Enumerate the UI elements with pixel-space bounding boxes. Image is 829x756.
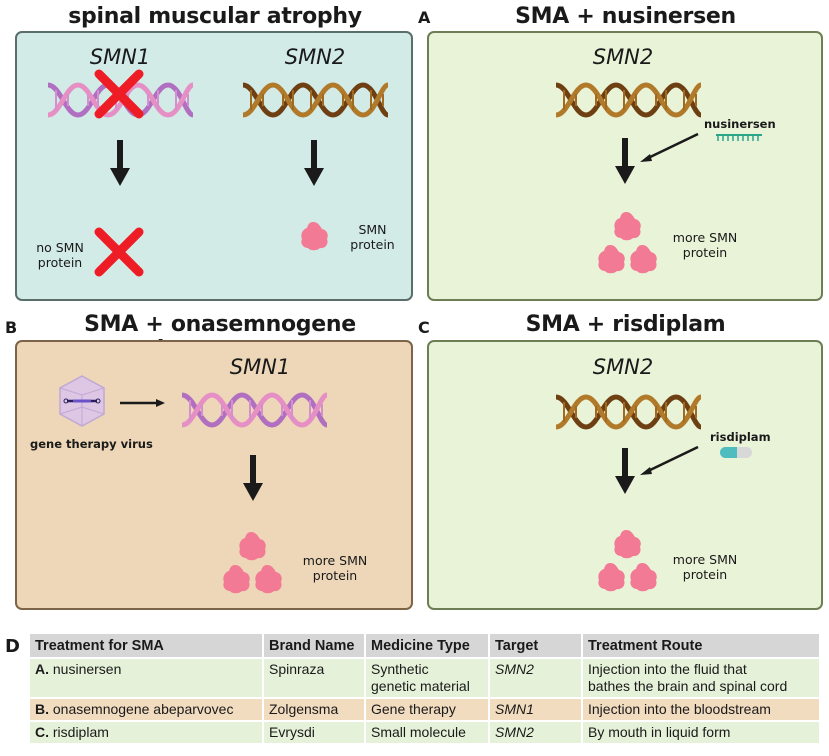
protein-icon bbox=[239, 532, 266, 561]
drug-pointer-arrow-icon bbox=[640, 132, 699, 162]
treatment-cell: B. onasemnogene abeparvovec bbox=[30, 697, 264, 721]
protein-icon bbox=[255, 565, 282, 594]
label-line: protein bbox=[682, 567, 728, 582]
label-line: more SMN bbox=[302, 553, 368, 568]
protein-icon bbox=[301, 222, 328, 251]
protein-icon bbox=[598, 563, 625, 592]
label-line: protein bbox=[682, 245, 728, 260]
panel-c-title: SMA + risdiplam bbox=[525, 312, 726, 337]
treatment-cell: C. risdiplam bbox=[30, 720, 264, 743]
arrow-down-icon bbox=[304, 140, 324, 186]
panel-d-letter: D bbox=[5, 636, 20, 657]
sma-panel bbox=[15, 31, 413, 301]
sma-title: spinal muscular atrophy bbox=[68, 4, 362, 29]
label-line: more SMN bbox=[672, 552, 738, 567]
treatment-name: nusinersen bbox=[49, 661, 122, 677]
label-line: SMN bbox=[358, 222, 387, 237]
row-prefix: C. bbox=[35, 724, 49, 740]
cell-line: genetic material bbox=[371, 678, 470, 694]
arrow-down-icon bbox=[110, 140, 130, 186]
nusinersen-label: nusinersen bbox=[704, 117, 776, 131]
brand-cell: Zolgensma bbox=[263, 697, 366, 721]
more-smn-protein-label: more SMN protein bbox=[300, 553, 370, 583]
row-prefix: A. bbox=[35, 661, 49, 677]
no-smn-protein-label: no SMN protein bbox=[25, 240, 95, 270]
cell-line: Injection into the fluid that bbox=[588, 661, 747, 677]
panel-c-gene-label: SMN2 bbox=[592, 355, 654, 379]
treatment-table: Treatment for SMA Brand Name Medicine Ty… bbox=[30, 634, 821, 743]
panel-a bbox=[427, 31, 823, 301]
arrow-down-icon bbox=[615, 138, 635, 184]
panel-a-letter: A bbox=[418, 8, 431, 27]
drug-pointer-arrow-icon bbox=[640, 445, 699, 475]
label-line: protein bbox=[37, 255, 83, 270]
panel-c-letter: C bbox=[418, 318, 430, 337]
dna-smn1-icon bbox=[182, 390, 327, 430]
panel-a-gene-label: SMN2 bbox=[592, 45, 654, 69]
protein-icon bbox=[223, 565, 250, 594]
red-x-icon bbox=[95, 70, 143, 118]
row-prefix: B. bbox=[35, 701, 49, 717]
panel-a-title: SMA + nusinersen bbox=[515, 4, 736, 29]
label-line: protein bbox=[350, 237, 395, 252]
target-cell: SMN2 bbox=[489, 657, 583, 698]
more-smn-protein-label: more SMN protein bbox=[670, 552, 740, 582]
protein-icon bbox=[598, 245, 625, 274]
dna-smn2-icon bbox=[243, 80, 388, 120]
panel-b-gene-label: SMN1 bbox=[229, 355, 291, 379]
dna-smn2-icon bbox=[556, 80, 701, 120]
red-x-icon bbox=[95, 228, 143, 276]
protein-icon bbox=[614, 212, 641, 241]
cell-line: bathes the brain and spinal cord bbox=[588, 678, 788, 694]
header-brand: Brand Name bbox=[263, 634, 366, 658]
arrow-down-icon bbox=[243, 455, 263, 501]
label-line: no SMN bbox=[36, 240, 84, 255]
type-cell: Gene therapy bbox=[365, 697, 490, 721]
target-cell: SMN1 bbox=[489, 697, 583, 721]
route-cell: By mouth in liquid form bbox=[582, 720, 821, 743]
pill-capsule-icon bbox=[720, 447, 752, 458]
risdiplam-label: risdiplam bbox=[710, 430, 771, 444]
protein-icon bbox=[630, 245, 657, 274]
panel-b-letter: B bbox=[5, 318, 18, 337]
target-cell: SMN2 bbox=[489, 720, 583, 743]
table-header-row: Treatment for SMA Brand Name Medicine Ty… bbox=[30, 634, 821, 658]
type-cell: Small molecule bbox=[365, 720, 490, 743]
header-route: Treatment Route bbox=[582, 634, 821, 658]
brand-cell: Spinraza bbox=[263, 657, 366, 698]
more-smn-protein-label: more SMN protein bbox=[670, 230, 740, 260]
treatment-name: onasemnogene abeparvovec bbox=[49, 701, 234, 717]
sma-gene-smn1-label: SMN1 bbox=[89, 45, 151, 69]
gene-therapy-virus-label: gene therapy virus bbox=[30, 437, 153, 451]
table-row: B. onasemnogene abeparvovec Zolgensma Ge… bbox=[30, 697, 821, 721]
protein-icon bbox=[630, 563, 657, 592]
header-type: Medicine Type bbox=[365, 634, 490, 658]
smn-protein-label: SMN protein bbox=[345, 222, 400, 252]
table-row: C. risdiplam Evrysdi Small molecule SMN2… bbox=[30, 720, 821, 743]
label-line: more SMN bbox=[672, 230, 738, 245]
protein-icon bbox=[614, 530, 641, 559]
brand-cell: Evrysdi bbox=[263, 720, 366, 743]
header-target: Target bbox=[489, 634, 583, 658]
route-cell: Injection into the bloodstream bbox=[582, 697, 821, 721]
antisense-oligo-icon bbox=[716, 134, 762, 141]
label-line: protein bbox=[312, 568, 358, 583]
virus-capsid-icon bbox=[59, 375, 105, 427]
treatment-cell: A. nusinersen bbox=[30, 657, 264, 698]
cell-line: Synthetic bbox=[371, 661, 429, 677]
arrow-right-icon bbox=[120, 399, 165, 407]
header-treatment: Treatment for SMA bbox=[30, 634, 264, 658]
dna-smn2-icon bbox=[556, 392, 701, 432]
treatment-name: risdiplam bbox=[49, 724, 109, 740]
sma-gene-smn2-label: SMN2 bbox=[284, 45, 346, 69]
arrow-down-icon bbox=[615, 448, 635, 494]
